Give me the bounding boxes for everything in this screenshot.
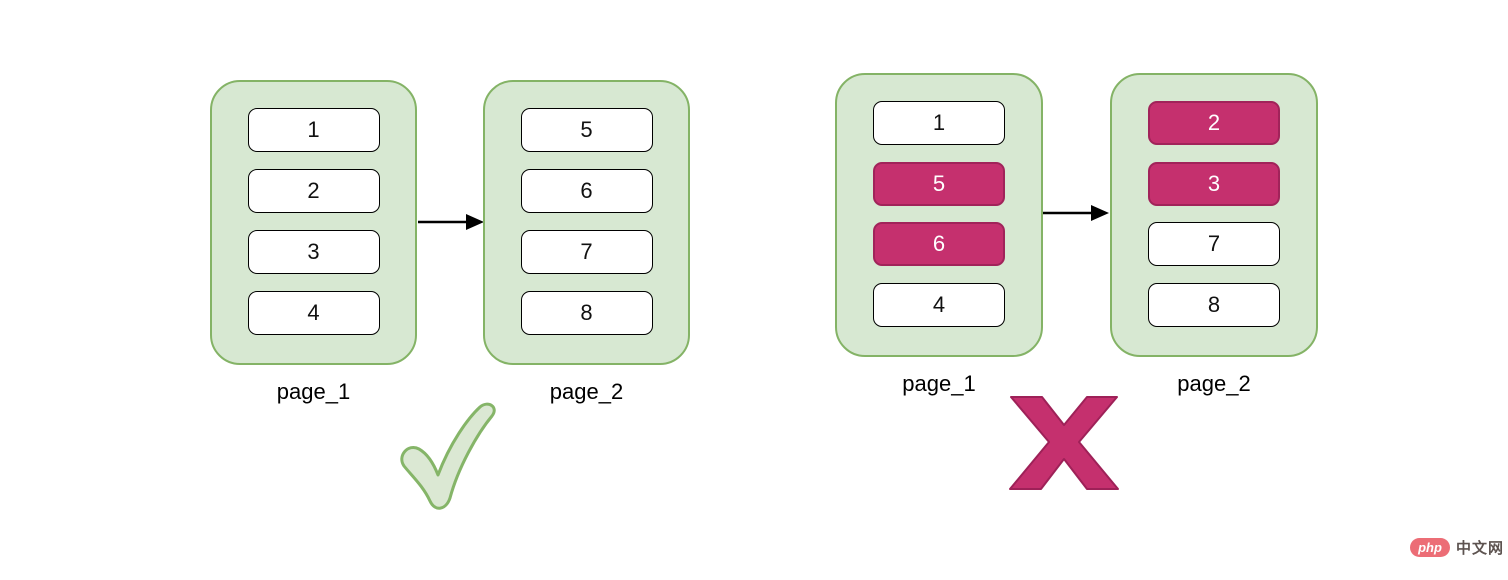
list-item: 1 (247, 108, 380, 152)
flow-arrow-icon (1043, 205, 1109, 221)
php-logo-icon: php (1410, 537, 1450, 557)
watermark-text: 中文网 (1456, 539, 1505, 557)
page-label: page_2 (549, 379, 624, 404)
page-label: page_1 (902, 371, 976, 396)
watermark-brand: php (1418, 539, 1442, 555)
list-item: 8 (520, 291, 653, 335)
list-item: 2 (247, 169, 380, 213)
list-item: 4 (247, 291, 380, 335)
watermark: php 中文网 (1410, 536, 1504, 558)
page-label: page_1 (276, 379, 351, 404)
list-item: 4 (873, 282, 1005, 327)
x-icon (1009, 396, 1119, 490)
list-item: 3 (1148, 161, 1280, 206)
page-container-incorrect-2: 2 3 7 8 (1110, 73, 1318, 357)
page-container-correct-1: 1 2 3 4 (210, 80, 417, 365)
page-label: page_2 (1177, 371, 1251, 396)
list-item: 3 (247, 230, 380, 274)
list-item: 6 (520, 169, 653, 213)
list-item: 5 (520, 108, 653, 152)
list-item: 2 (1148, 101, 1280, 145)
list-item: 6 (873, 222, 1005, 267)
page-container-correct-2: 5 6 7 8 (483, 80, 690, 365)
list-item: 7 (1148, 222, 1280, 267)
list-item: 1 (873, 101, 1005, 145)
list-item: 7 (520, 230, 653, 274)
list-item: 5 (873, 161, 1005, 206)
page-container-incorrect-1: 1 5 6 4 (835, 73, 1043, 357)
list-item: 8 (1148, 282, 1280, 327)
check-icon (400, 402, 496, 510)
flow-arrow-icon (418, 214, 484, 230)
